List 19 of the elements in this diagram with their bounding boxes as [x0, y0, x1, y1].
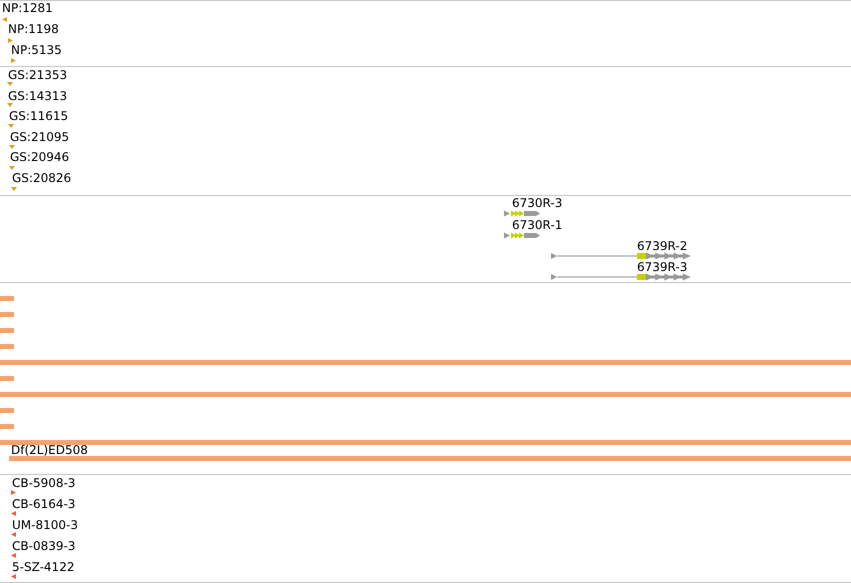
- feature-label: 6730R-1: [512, 218, 562, 232]
- feature-label: UM-8100-3: [12, 518, 78, 532]
- feature-label: CB-6164-3: [12, 497, 76, 511]
- feature-label: GS:11615: [9, 109, 68, 123]
- feature-label: 6739R-2: [637, 239, 688, 253]
- feature-label: 6730R-3: [512, 196, 562, 210]
- feature-label: CB-0839-3: [12, 539, 76, 553]
- feature-label: GS:14313: [8, 89, 68, 103]
- feature-label: NP:1198: [8, 22, 59, 36]
- feature-label: NP:5135: [11, 43, 62, 57]
- feature-label: 5-SZ-4122: [12, 560, 74, 574]
- feature-label: CB-5908-3: [12, 476, 76, 490]
- feature-label: Df(2L)ED508: [11, 443, 88, 457]
- feature-label: GS:20946: [10, 150, 70, 164]
- feature-label: GS:21353: [8, 68, 68, 82]
- feature-label: GS:20826: [12, 171, 72, 185]
- feature-label: GS:21095: [10, 130, 70, 144]
- feature-label: NP:1281: [2, 1, 53, 15]
- feature-label: 6739R-3: [637, 260, 688, 274]
